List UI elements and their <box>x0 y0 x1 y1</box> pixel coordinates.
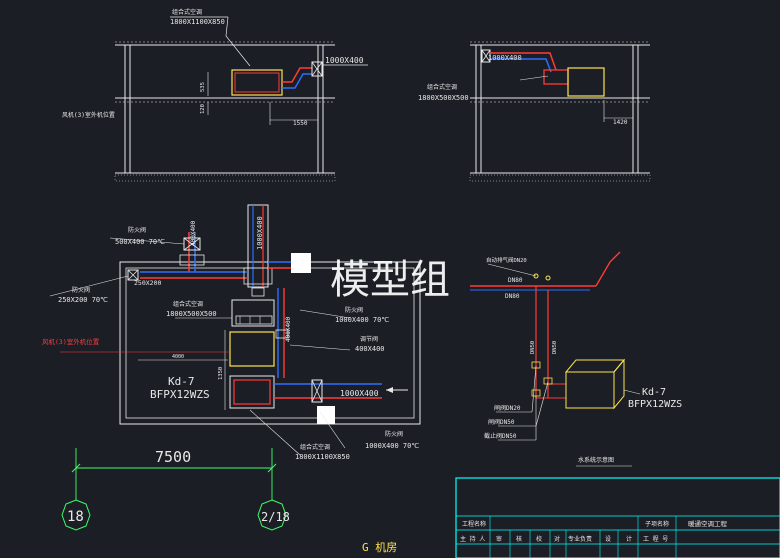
watermark: 模型组 <box>330 257 450 303</box>
tb-row2-5: 专业负责 <box>568 535 592 543</box>
water-unit-code: Kd-7 <box>642 387 666 398</box>
tb-row2-2: 核 <box>516 535 522 543</box>
axis-left-label: 18 <box>67 509 84 525</box>
plan-fd3: 防火阀 <box>345 306 363 314</box>
water-dn50-a: DN50 <box>530 341 536 354</box>
plan-fd4: 防火阀 <box>385 430 403 438</box>
section-plan: 防火阀 500X400 70℃ 防火阀 250X200 70℃ 250X200 … <box>42 204 421 554</box>
plan-unit-big-size: 1800X1100X850 <box>295 453 350 461</box>
water-valve-top: 自动排气阀DN20 <box>486 256 527 264</box>
plan-unit-code: Kd-7 <box>168 375 195 388</box>
tb-row2-3: 校 <box>536 535 542 543</box>
tr-dim-h: 1420 <box>613 119 628 126</box>
water-dn80-b: DN80 <box>505 293 520 300</box>
plan-unit-small-size: 1800X500X500 <box>166 310 217 318</box>
plan-fd4-size: 1000X400 70℃ <box>365 442 419 450</box>
axis-bubble-right <box>257 499 287 531</box>
tb-project-label: 工程名称 <box>462 520 486 528</box>
section-top-left: 组合式空调 1800X1100X850 1000X400 535 120 155… <box>62 8 368 182</box>
plan-dim-4000: 4000 <box>172 354 184 360</box>
tb-row2-0: 主 持 人 <box>460 535 485 543</box>
plan-unit-small-label: 组合式空调 <box>173 300 203 308</box>
tb-row2-1: 审 <box>496 535 502 543</box>
plan-fd2: 防火阀 <box>72 286 90 294</box>
water-dn80-a: DN80 <box>508 277 523 284</box>
tr-unit-label: 组合式空调 <box>427 83 457 91</box>
room-label: G 机房 <box>362 540 397 554</box>
axis-bubble-left <box>61 499 91 531</box>
plan-regulator-size: 400X400 <box>355 345 385 353</box>
tr-duct: 1000X400 <box>488 54 522 62</box>
tl-duct: 1000X400 <box>325 56 364 65</box>
plan-dim-7500: 7500 <box>155 448 191 466</box>
tb-row2-4: 对 <box>554 535 560 543</box>
plan-fd3-size: 1000X400 70℃ <box>335 316 389 324</box>
tl-unit-label: 组合式空调 <box>172 8 202 16</box>
tb-row2-6: 设 <box>605 535 611 543</box>
tb-sub-value: 暖通空调工程 <box>688 519 728 528</box>
plan-vertical-duct: 1000X400 <box>256 216 264 250</box>
water-label-2: 闸阀DN50 <box>488 418 515 426</box>
plan-duct-400: 400X400 <box>190 220 197 246</box>
section-water: 自动排气阀DN20 DN80 DN80 DN50 DN50 闸阀DN20 闸阀D… <box>470 251 682 467</box>
tl-section-label: 风机(3)室外机位置 <box>62 111 115 119</box>
tl-dim-v1: 535 <box>200 82 206 92</box>
tl-dim-v2: 120 <box>200 104 206 114</box>
water-unit-model: BFPX12WZS <box>628 399 682 410</box>
plan-regulator: 调节阀 <box>360 335 378 343</box>
water-label-3: 截止阀DN50 <box>484 432 517 440</box>
water-label-1: 闸阀DN20 <box>494 404 521 412</box>
tb-sub-label: 子项名称 <box>645 520 669 528</box>
tr-unit-size: 1800X500X500 <box>418 94 469 102</box>
plan-unit-model: BFPX12WZS <box>150 388 210 401</box>
plan-duct-400-v: 400X400 <box>285 316 292 342</box>
plan-fd1-size: 500X400 70℃ <box>115 238 165 246</box>
tl-unit-size: 1800X1100X850 <box>170 18 225 26</box>
plan-duct-out: 1000X400 <box>340 389 379 398</box>
water-title: 水系统示意图 <box>578 456 614 464</box>
plan-unit-big-label: 组合式空调 <box>300 443 330 451</box>
axis-right-label: 2/18 <box>261 510 290 524</box>
plan-fd2-size: 250X200 70℃ <box>58 296 108 304</box>
tb-row2-7: 计 <box>626 535 632 543</box>
plan-red-label: 风机(3)室外机位置 <box>42 337 100 346</box>
plan-dim-1350: 1350 <box>218 367 224 380</box>
tb-row2-8: 工 程 号 <box>643 535 668 543</box>
plan-fd1: 防火阀 <box>128 226 146 234</box>
water-dn50-b: DN50 <box>552 341 558 354</box>
section-top-right: 1000X400 组合式空调 1800X500X500 1420 <box>418 41 651 182</box>
tl-dim-h: 1550 <box>293 120 308 127</box>
title-block: 工程名称 子项名称 暖通空调工程 主 持 人 审 核 校 对 专业负责 设 计 … <box>455 477 780 558</box>
plan-duct-250: 250X200 <box>134 279 161 287</box>
